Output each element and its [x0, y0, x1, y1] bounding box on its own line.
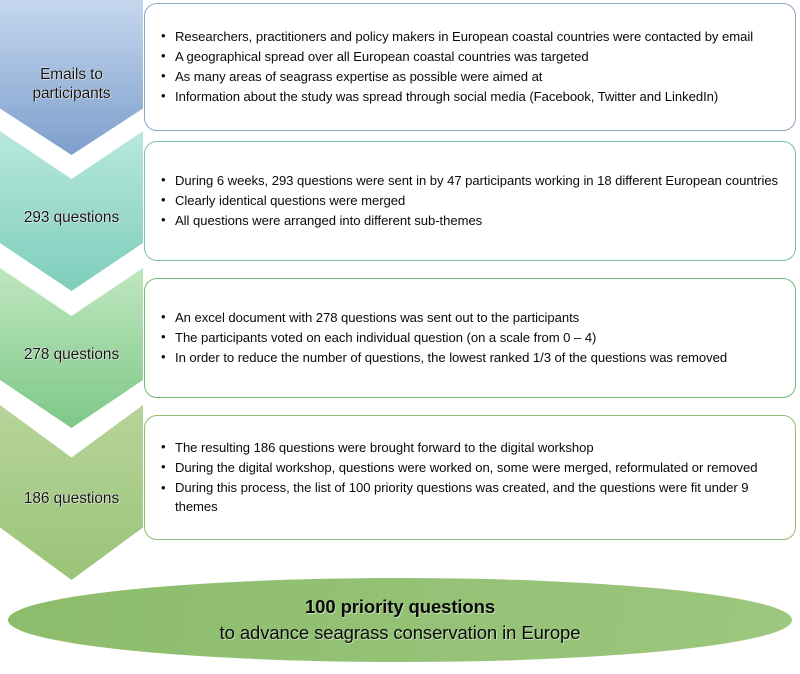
list-item: Information about the study was spread t…	[159, 87, 779, 107]
chevron-stage-186-questions: 186 questions	[0, 405, 143, 580]
list-item: In order to reduce the number of questio…	[159, 348, 779, 368]
bullet-list-186-questions: The resulting 186 questions were brought…	[159, 437, 779, 517]
chevron-stage-emails: Emails to participants	[0, 0, 143, 155]
list-item: All questions were arranged into differe…	[159, 211, 779, 231]
chevron-label-293-questions: 293 questions	[23, 208, 120, 226]
bullet-list-293-questions: During 6 weeks, 293 questions were sent …	[159, 170, 779, 232]
content-box-emails: Researchers, practitioners and policy ma…	[144, 3, 796, 131]
outcome-subline: to advance seagrass conservation in Euro…	[219, 621, 581, 643]
bullet-list-emails: Researchers, practitioners and policy ma…	[159, 26, 779, 108]
list-item: During the digital workshop, questions w…	[159, 458, 779, 478]
list-item: Researchers, practitioners and policy ma…	[159, 27, 779, 47]
list-item: An excel document with 278 questions was…	[159, 308, 779, 328]
list-item: The resulting 186 questions were brought…	[159, 438, 779, 458]
list-item: During this process, the list of 100 pri…	[159, 478, 779, 516]
list-item: A geographical spread over all European …	[159, 47, 779, 67]
outcome-headline: 100 priority questions	[304, 596, 496, 618]
content-box-293-questions: During 6 weeks, 293 questions were sent …	[144, 141, 796, 261]
list-item: The participants voted on each individua…	[159, 328, 779, 348]
outcome-ellipse: 100 priority questions to advance seagra…	[8, 578, 792, 662]
list-item: As many areas of seagrass expertise as p…	[159, 67, 779, 87]
chevron-stage-278-questions: 278 questions	[0, 268, 143, 428]
chevron-label-278-questions: 278 questions	[23, 345, 120, 363]
content-box-186-questions: The resulting 186 questions were brought…	[144, 415, 796, 540]
chevron-label-emails: Emails to participants	[32, 66, 111, 102]
list-item: Clearly identical questions were merged	[159, 191, 779, 211]
chevron-stage-293-questions: 293 questions	[0, 131, 143, 291]
list-item: During 6 weeks, 293 questions were sent …	[159, 171, 779, 191]
chevron-label-186-questions: 186 questions	[23, 490, 120, 508]
bullet-list-278-questions: An excel document with 278 questions was…	[159, 307, 779, 369]
content-box-278-questions: An excel document with 278 questions was…	[144, 278, 796, 398]
